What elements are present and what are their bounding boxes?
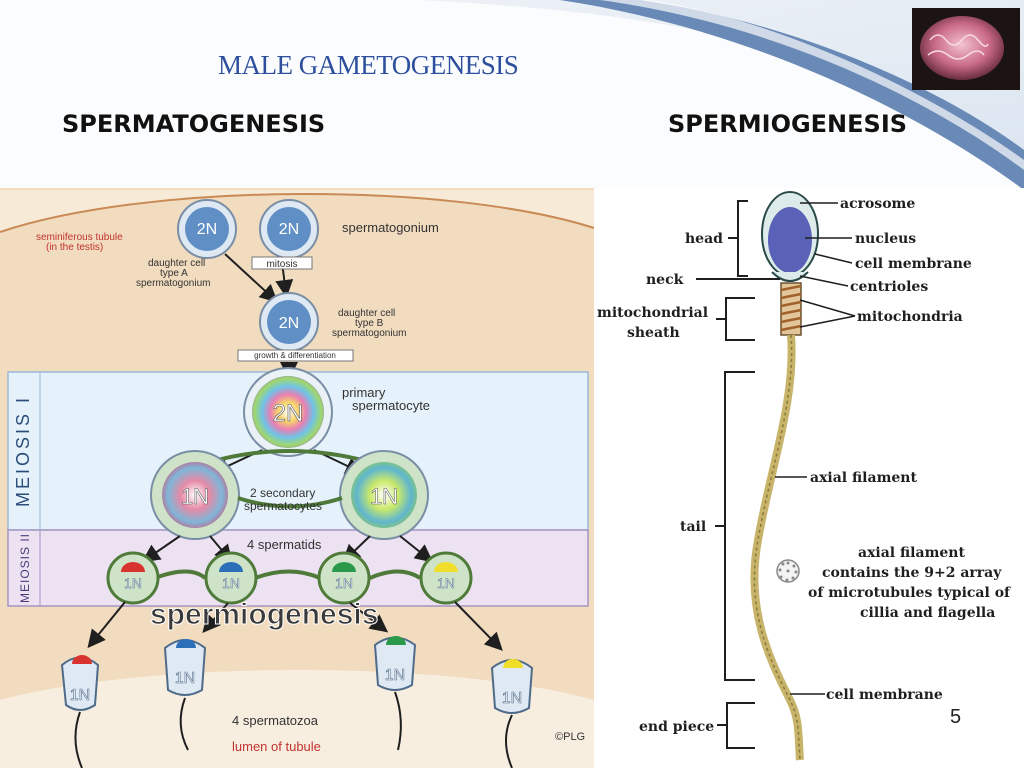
- cell-spermatogonium-ploidy: 2N: [197, 221, 217, 238]
- left-heading: SPERMATOGENESIS: [62, 110, 326, 138]
- label-spermatids: 4 spermatids: [247, 537, 322, 552]
- band-meiosis-1: MEIOSIS I: [13, 395, 33, 507]
- label-mitochondria: mitochondria: [857, 309, 963, 325]
- label-primary-1: primary: [342, 385, 386, 400]
- label-centrioles: centrioles: [850, 279, 928, 295]
- label-midpiece-1: mitochondrial: [597, 305, 708, 321]
- spermatid-4-ploidy: 1N: [437, 575, 455, 591]
- label-axial-note-2: contains the 9+2 array: [822, 565, 1002, 581]
- label-daughter-b-1: daughter cell: [338, 308, 395, 319]
- tubule-label-line2: (in the testis): [46, 242, 103, 253]
- label-neck: neck: [646, 272, 684, 288]
- slide-title: MALE GAMETOGENESIS: [218, 50, 519, 80]
- label-daughter-a-2: type A: [160, 268, 188, 279]
- header-swoosh-band: [560, 0, 1024, 190]
- spermatid-1-ploidy: 1N: [124, 575, 142, 591]
- label-secondary-2: spermatocytes: [244, 499, 322, 513]
- label-growth: growth & differentiation: [254, 351, 336, 360]
- band-meiosis-2: MEIOSIS II: [18, 533, 32, 603]
- label-daughter-a-3: spermatogonium: [136, 278, 210, 289]
- label-cell-membrane-bottom: cell membrane: [826, 687, 943, 703]
- cell-spermatogonium-ploidy-b: 2N: [279, 221, 299, 238]
- label-midpiece-2: sheath: [627, 325, 680, 341]
- spermatid-3-ploidy: 1N: [335, 575, 353, 591]
- label-daughter-b-2: type B: [355, 318, 384, 329]
- cell-secondary-2-ploidy: 1N: [370, 484, 398, 509]
- spermatogenesis-diagram: [0, 188, 595, 768]
- label-axial-note-3: of microtubules typical of: [808, 585, 1011, 601]
- label-primary-2: spermatocyte: [352, 398, 430, 413]
- label-lumen: lumen of tubule: [232, 739, 321, 754]
- label-secondary-1: 2 secondary: [250, 486, 315, 500]
- cell-daughter-b-ploidy: 2N: [279, 315, 299, 332]
- spermatozoon-3-ploidy: 1N: [385, 667, 405, 684]
- label-spermatozoa: 4 spermatozoa: [232, 713, 319, 728]
- label-copyright: ©PLG: [555, 731, 585, 743]
- cell-secondary-1-ploidy: 1N: [181, 484, 209, 509]
- tubule-label-line1: seminiferous tubule: [36, 232, 123, 243]
- label-end-piece: end piece: [639, 719, 714, 735]
- label-mitosis: mitosis: [266, 259, 297, 270]
- label-daughter-a-1: daughter cell: [148, 258, 205, 269]
- label-nucleus: nucleus: [855, 231, 916, 247]
- spermatozoon-4-ploidy: 1N: [502, 690, 522, 707]
- label-acrosome: acrosome: [840, 196, 915, 212]
- label-axial-note-1: axial filament: [858, 545, 965, 561]
- label-cell-membrane-top: cell membrane: [855, 256, 972, 272]
- label-tail: tail: [680, 519, 706, 535]
- spermatid-2-ploidy: 1N: [222, 575, 240, 591]
- spermatozoon-1-ploidy: 1N: [70, 687, 90, 704]
- spermatozoon-2-ploidy: 1N: [175, 670, 195, 687]
- cell-primary-ploidy: 2N: [273, 400, 304, 427]
- label-head: head: [685, 231, 723, 247]
- sperm-structure-diagram: [594, 188, 1024, 768]
- right-heading: SPERMIOGENESIS: [668, 110, 908, 138]
- brain-image: [912, 8, 1020, 90]
- label-axial-note-4: cillia and flagella: [860, 605, 995, 621]
- label-spermatogonium: spermatogonium: [342, 220, 439, 235]
- label-axial-filament: axial filament: [810, 470, 917, 486]
- label-daughter-b-3: spermatogonium: [332, 328, 406, 339]
- page-number: 5: [950, 706, 962, 728]
- label-spermiogenesis: spermiogenesis: [150, 598, 378, 631]
